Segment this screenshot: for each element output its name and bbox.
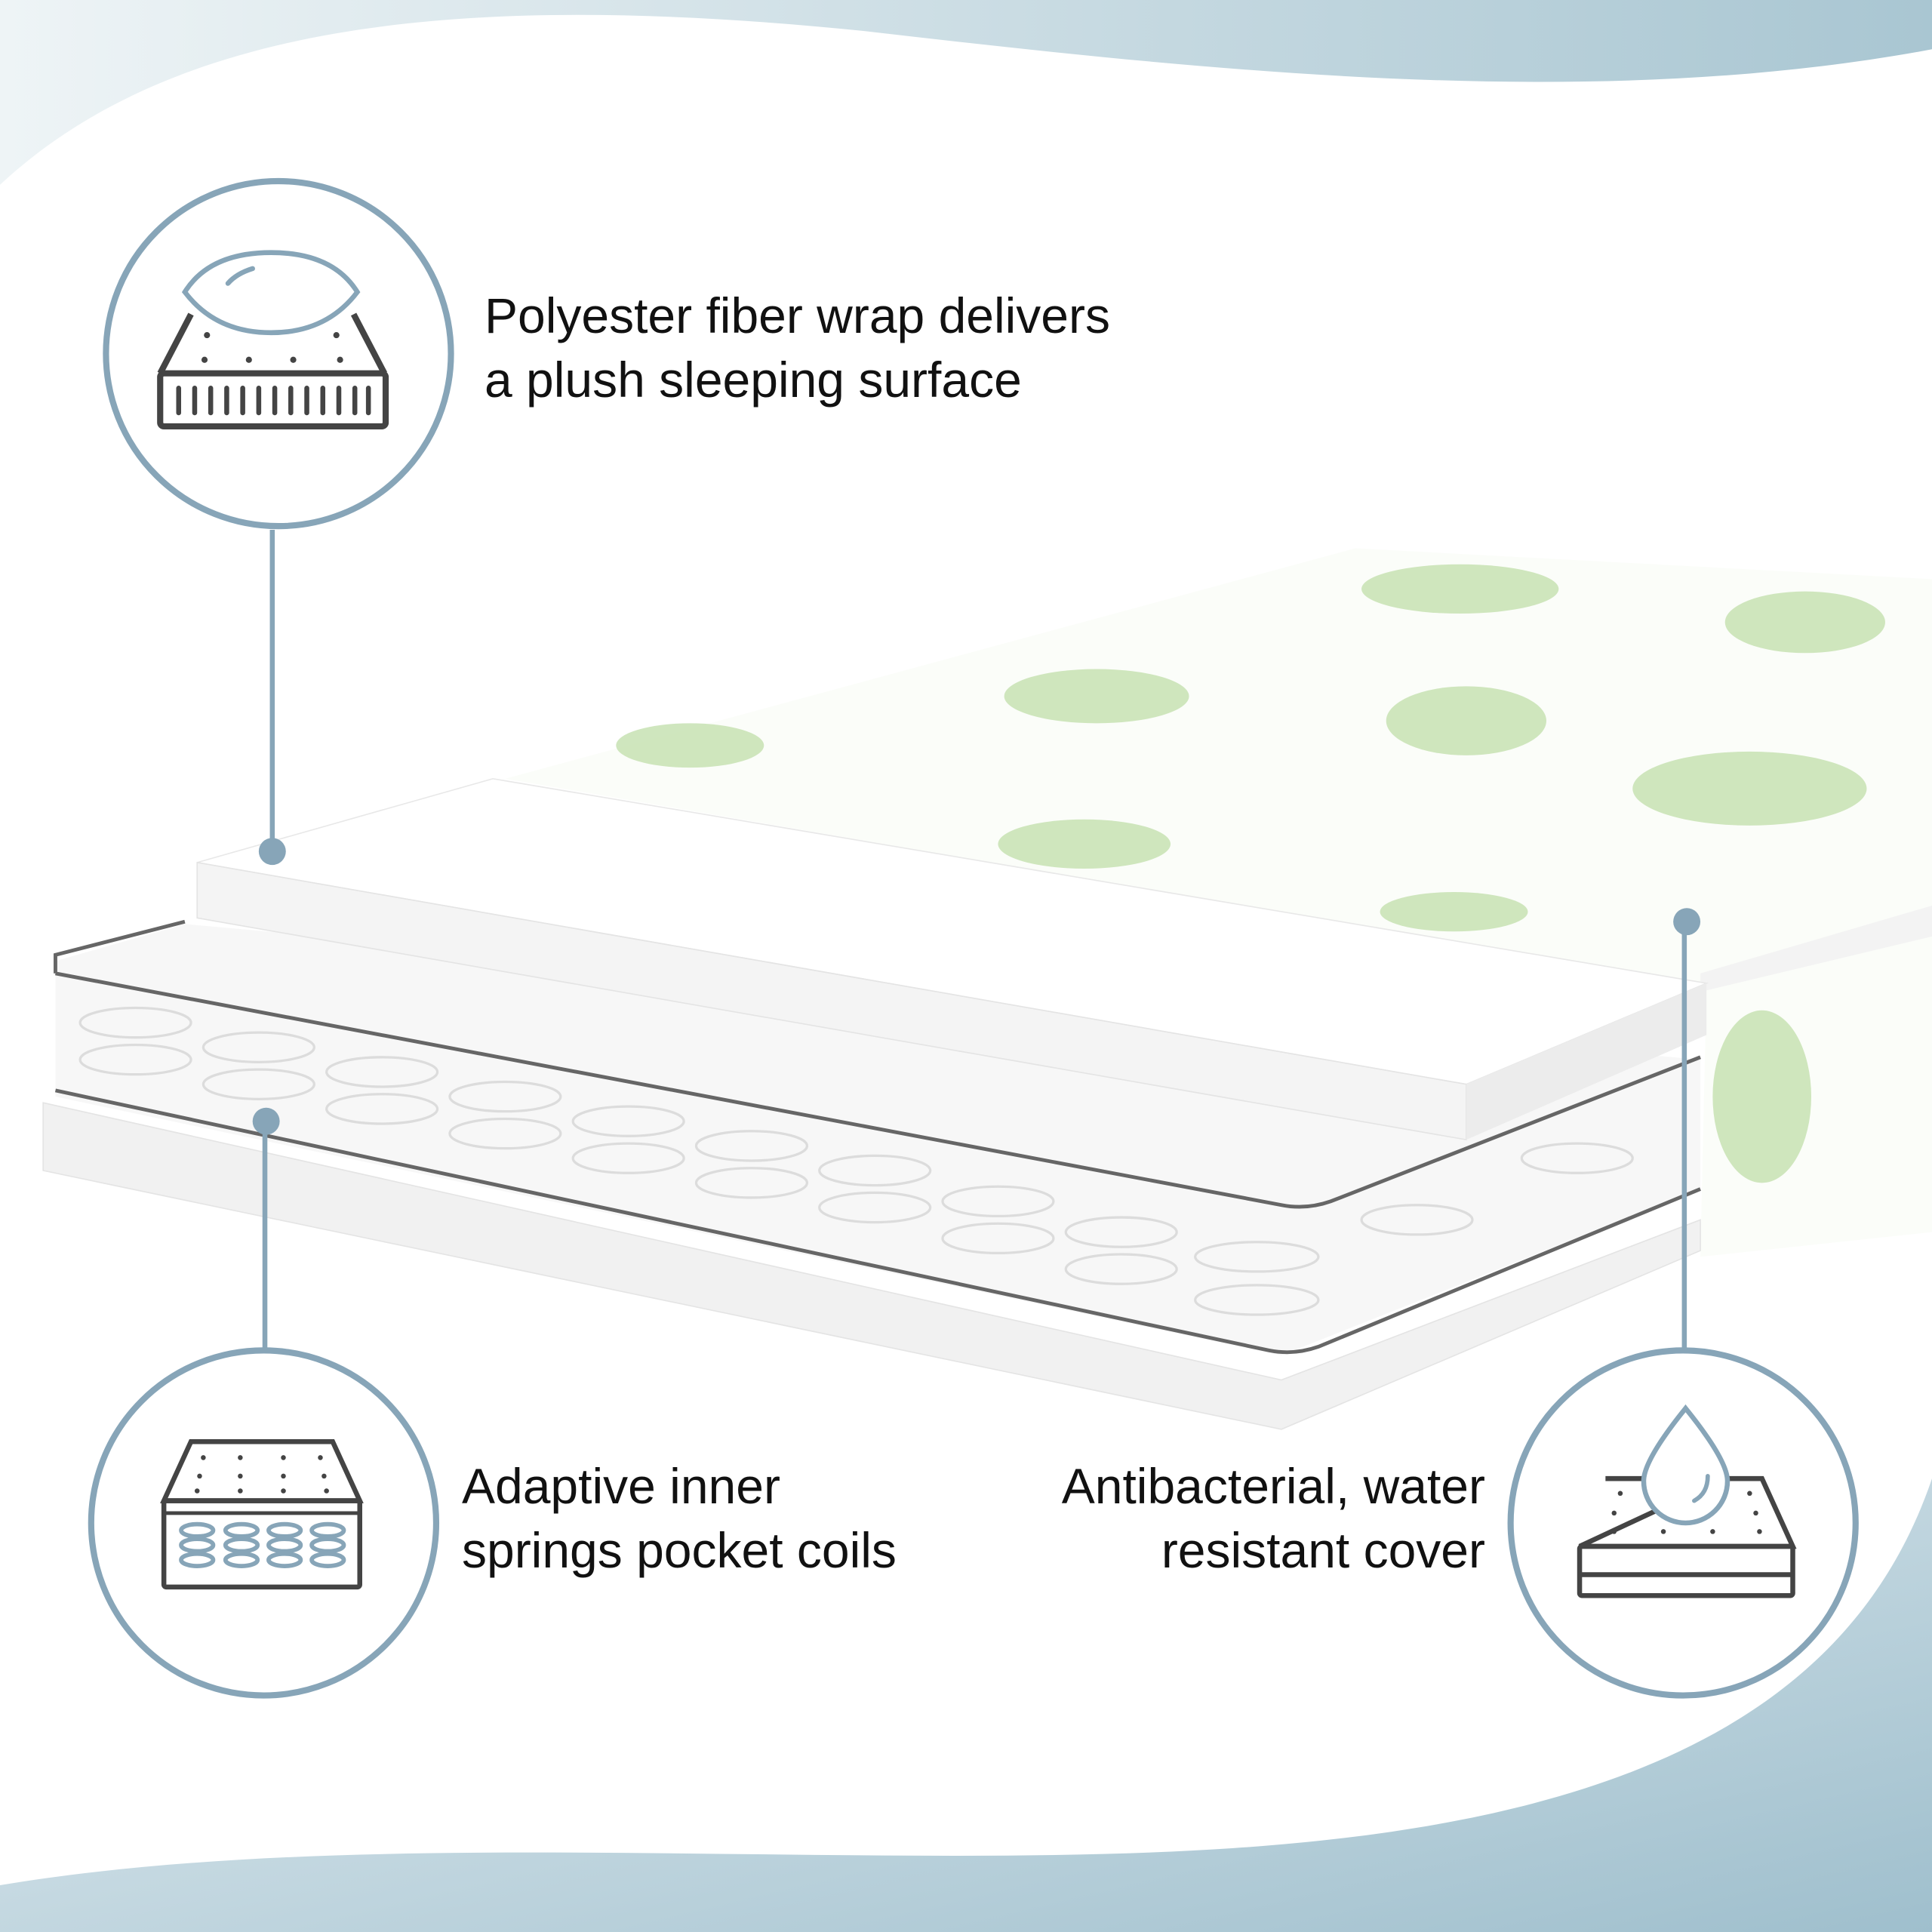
feature-line: resistant cover — [1161, 1522, 1485, 1578]
feature-line: springs pocket coils — [462, 1522, 897, 1578]
pocket-coil-mattress-icon — [160, 1438, 364, 1590]
feature-line: Adaptive inner — [462, 1458, 780, 1514]
feature-line: Antibacterial, water — [1061, 1458, 1485, 1514]
feature-text-pocket-coils: Adaptive inner springs pocket coils — [462, 1454, 897, 1583]
spring-frame-bottom — [54, 1088, 1701, 1355]
feature-circle-2 — [88, 1347, 440, 1699]
feature-line: a plush sleeping surface — [485, 352, 1022, 408]
top-wave — [0, 0, 1932, 185]
water-drop-mattress-icon — [1577, 1404, 1797, 1598]
connector-dot-2 — [252, 1107, 280, 1135]
feature-text-polyester-wrap: Polyester fiber wrap delivers a plush sl… — [485, 284, 1110, 412]
bottom-wave — [0, 1478, 1932, 1932]
feature-circle-1 — [103, 177, 454, 530]
spring-frame-top — [54, 919, 1701, 1209]
feature-line: Polyester fiber wrap delivers — [485, 288, 1110, 343]
foam-layer — [196, 778, 1709, 1141]
mattress-cover — [505, 548, 1932, 1257]
connector-dot-1 — [258, 838, 286, 866]
pillow-top-mattress-icon — [157, 250, 389, 429]
connector-dot-3 — [1673, 908, 1701, 936]
mattress-base — [42, 1102, 1701, 1430]
feature-text-water-resistant-cover: Antibacterial, water resistant cover — [1062, 1454, 1485, 1583]
